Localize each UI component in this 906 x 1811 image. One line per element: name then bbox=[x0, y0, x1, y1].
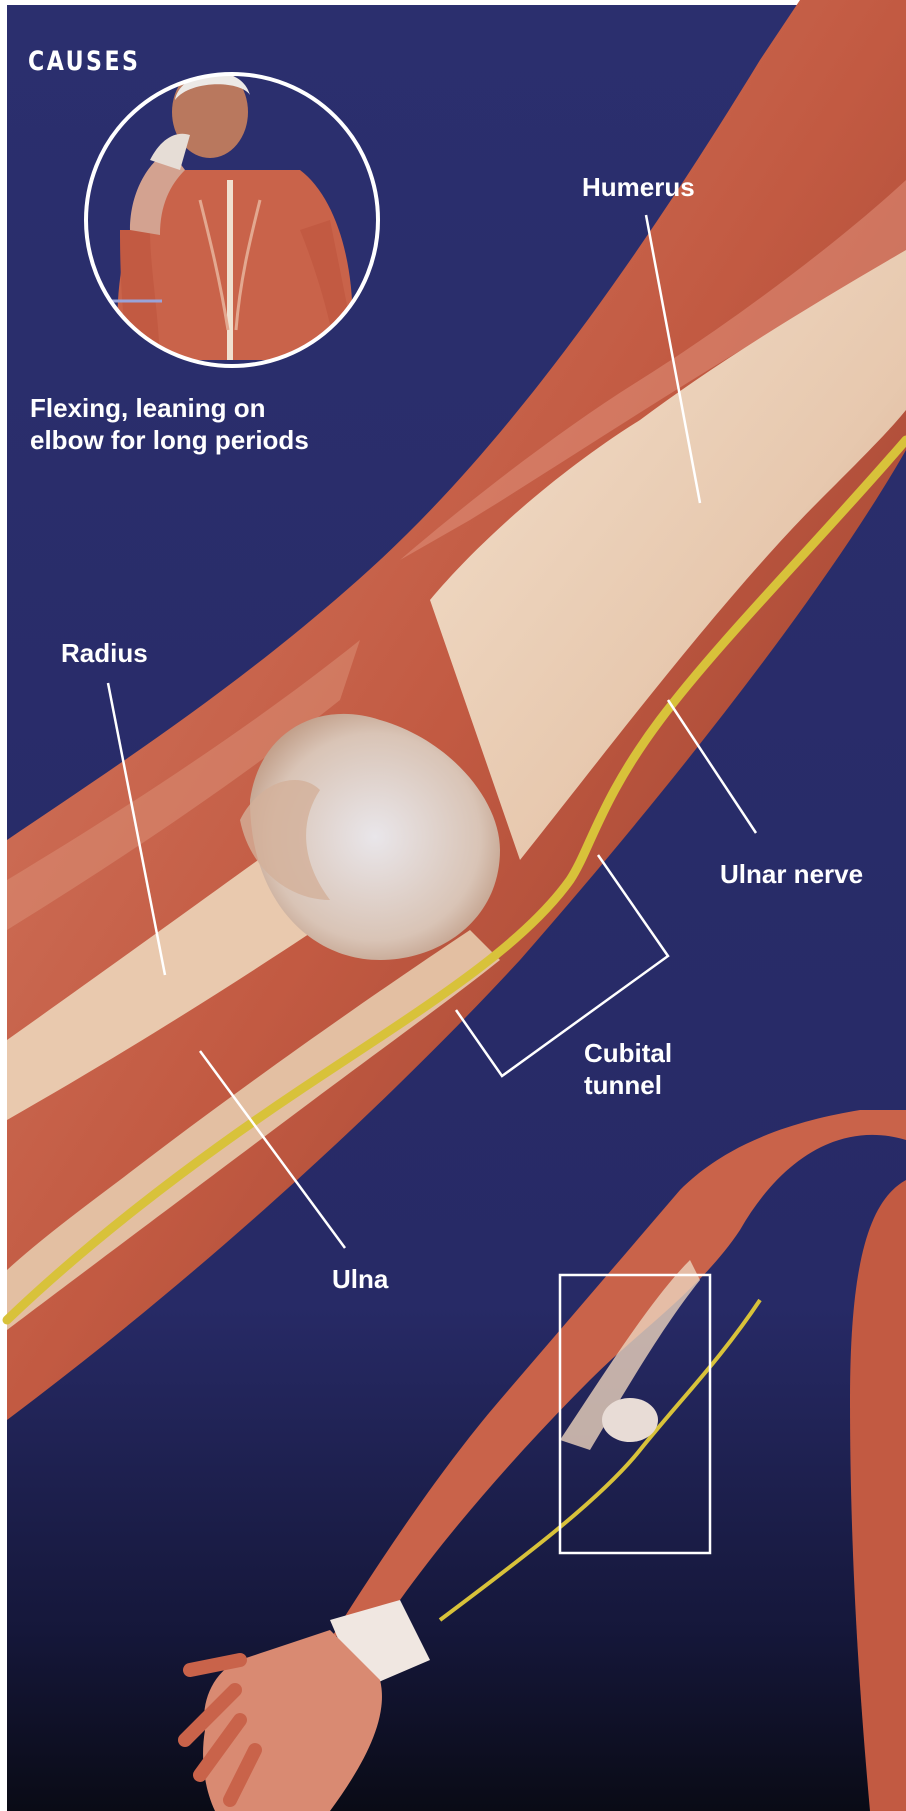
ulna-label: Ulna bbox=[332, 1263, 388, 1295]
cubital-tunnel-label: Cubital tunnel bbox=[584, 1037, 672, 1101]
medallion-caption: Flexing, leaning on elbow for long perio… bbox=[30, 392, 309, 456]
humerus-label: Humerus bbox=[582, 171, 695, 203]
section-heading: CAUSES bbox=[28, 46, 140, 77]
ulnar-nerve-label: Ulnar nerve bbox=[720, 858, 863, 890]
radius-label: Radius bbox=[61, 637, 148, 669]
